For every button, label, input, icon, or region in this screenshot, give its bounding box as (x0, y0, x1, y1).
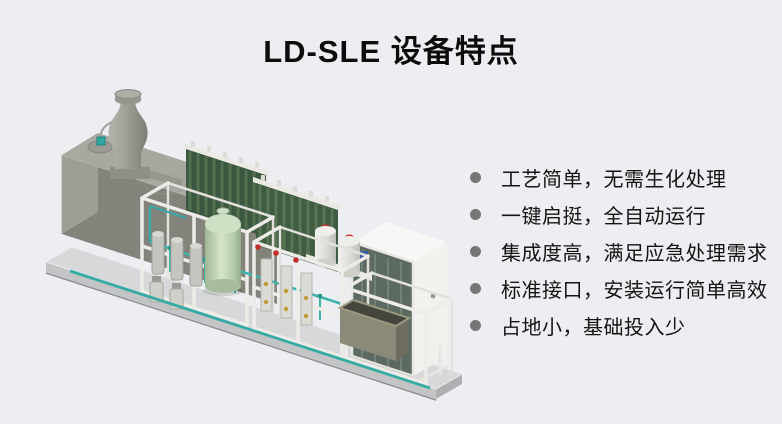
feature-item: 占地小，基础投入少 (470, 315, 768, 339)
feature-item: 一键启挺，全自动运行 (470, 204, 768, 228)
page-title: LD-SLE 设备特点 (263, 34, 519, 69)
dosing-columns (255, 244, 313, 326)
skid-frame-module-3 (344, 271, 454, 388)
control-cabinet (350, 222, 447, 383)
feature-text: 标准接口，安装运行简单高效 (501, 280, 768, 302)
header-pipe (69, 269, 431, 390)
bullet-icon (470, 283, 481, 294)
feature-list: 工艺简单，无需生化处理 一键启挺，全自动运行 集成度高，满足应急处理需求 标准接… (464, 167, 768, 339)
feature-item: 标准接口，安装运行简单高效 (470, 278, 768, 302)
bullet-icon (470, 246, 481, 257)
bullet-icon (470, 172, 481, 183)
feature-text: 一键启挺，全自动运行 (501, 206, 706, 228)
bullet-icon (470, 209, 481, 220)
bullet-icon (470, 320, 481, 331)
equipment-3d-render-icon (44, 89, 464, 401)
base-rails (418, 344, 450, 382)
filter-vessel (203, 207, 243, 296)
feature-list-container: 工艺简单，无需生化处理 一键启挺，全自动运行 集成度高，满足应急处理需求 标准接… (464, 167, 768, 352)
feature-text: 集成度高，满足应急处理需求 (501, 243, 768, 265)
membrane-rack (183, 141, 341, 272)
pumps-and-filters (149, 231, 203, 310)
skid-frame-module-2 (252, 225, 370, 361)
exhaust-stack (96, 89, 182, 188)
feature-item: 工艺简单，无需生化处理 (470, 167, 768, 191)
feature-text: 占地小，基础投入少 (501, 317, 686, 339)
collection-box (337, 298, 412, 361)
feature-text: 工艺简单，无需生化处理 (501, 169, 727, 191)
feature-item: 集成度高，满足应急处理需求 (470, 241, 768, 265)
